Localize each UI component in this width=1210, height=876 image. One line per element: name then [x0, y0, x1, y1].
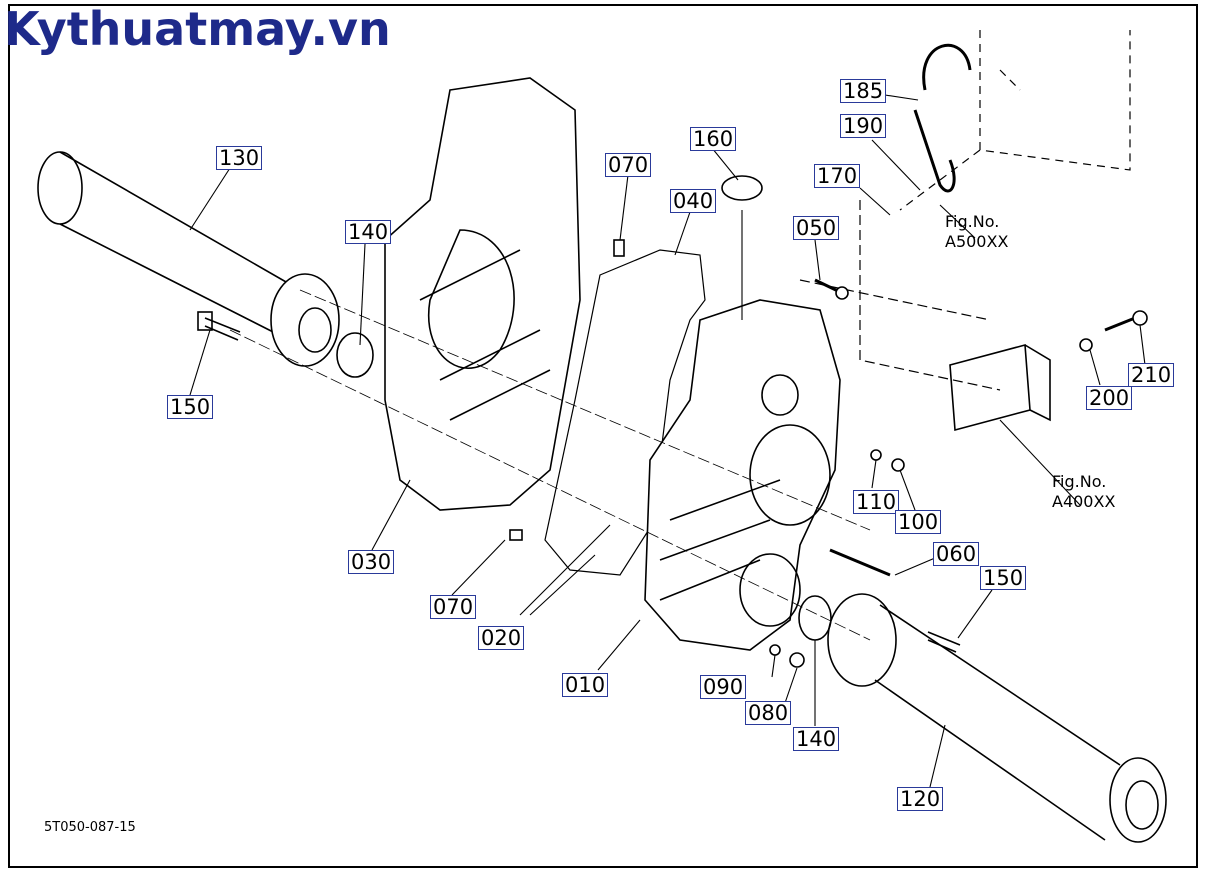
fig-ref-a500-line1: Fig.No.	[945, 212, 1000, 231]
part-label-030: 030	[348, 550, 395, 574]
part-label-070-top: 070	[605, 153, 652, 177]
part-label-020: 020	[478, 626, 525, 650]
part-label-090: 090	[700, 675, 747, 699]
bolt-060-shape	[829, 548, 891, 577]
fig-ref-a400-line2: A400XX	[1052, 492, 1116, 511]
fig-ref-a500-line2: A500XX	[945, 232, 1009, 251]
part-label-120: 120	[897, 787, 944, 811]
part-label-170: 170	[814, 164, 861, 188]
part-label-150-right: 150	[980, 566, 1027, 590]
fig-ref-a400: Fig.No. A400XX	[1052, 472, 1115, 512]
part-label-190: 190	[840, 114, 887, 138]
part-label-140-left: 140	[345, 220, 392, 244]
fig-ref-a500: Fig.No. A500XX	[945, 212, 1008, 252]
pipe-120-shape	[827, 593, 1167, 843]
fig-ref-a400-line1: Fig.No.	[1052, 472, 1107, 491]
part-label-050: 050	[793, 216, 840, 240]
part-label-210: 210	[1128, 363, 1175, 387]
part-label-040: 040	[670, 189, 717, 213]
part-label-200: 200	[1086, 386, 1133, 410]
bolt-150-left-shape	[204, 317, 241, 341]
part-label-140-right: 140	[793, 727, 840, 751]
o-ring-140-right-shape	[798, 595, 832, 641]
part-label-080: 080	[745, 701, 792, 725]
part-label-060: 060	[933, 542, 980, 566]
bracket-a400-shape	[949, 343, 1051, 432]
part-label-110: 110	[853, 490, 900, 514]
o-ring-140-left-shape	[336, 332, 374, 378]
housing-030-shape	[384, 77, 581, 511]
part-label-185: 185	[840, 79, 887, 103]
housing-010-shape	[644, 299, 841, 651]
part-label-130: 130	[216, 146, 263, 170]
plug-160-shape	[721, 175, 763, 201]
drawing-code: 5T050-087-15	[44, 820, 136, 835]
part-label-010: 010	[562, 673, 609, 697]
pipe-130-shape	[37, 151, 340, 367]
diagram-frame	[8, 4, 1198, 868]
part-label-070-bottom: 070	[430, 595, 477, 619]
hose-185-shape	[913, 43, 972, 193]
bolt-150-right-shape	[927, 631, 961, 653]
part-label-150-left: 150	[167, 395, 214, 419]
part-label-160: 160	[690, 127, 737, 151]
part-label-100: 100	[895, 510, 942, 534]
watermark-logo: Kythuatmay.vn	[4, 2, 391, 56]
